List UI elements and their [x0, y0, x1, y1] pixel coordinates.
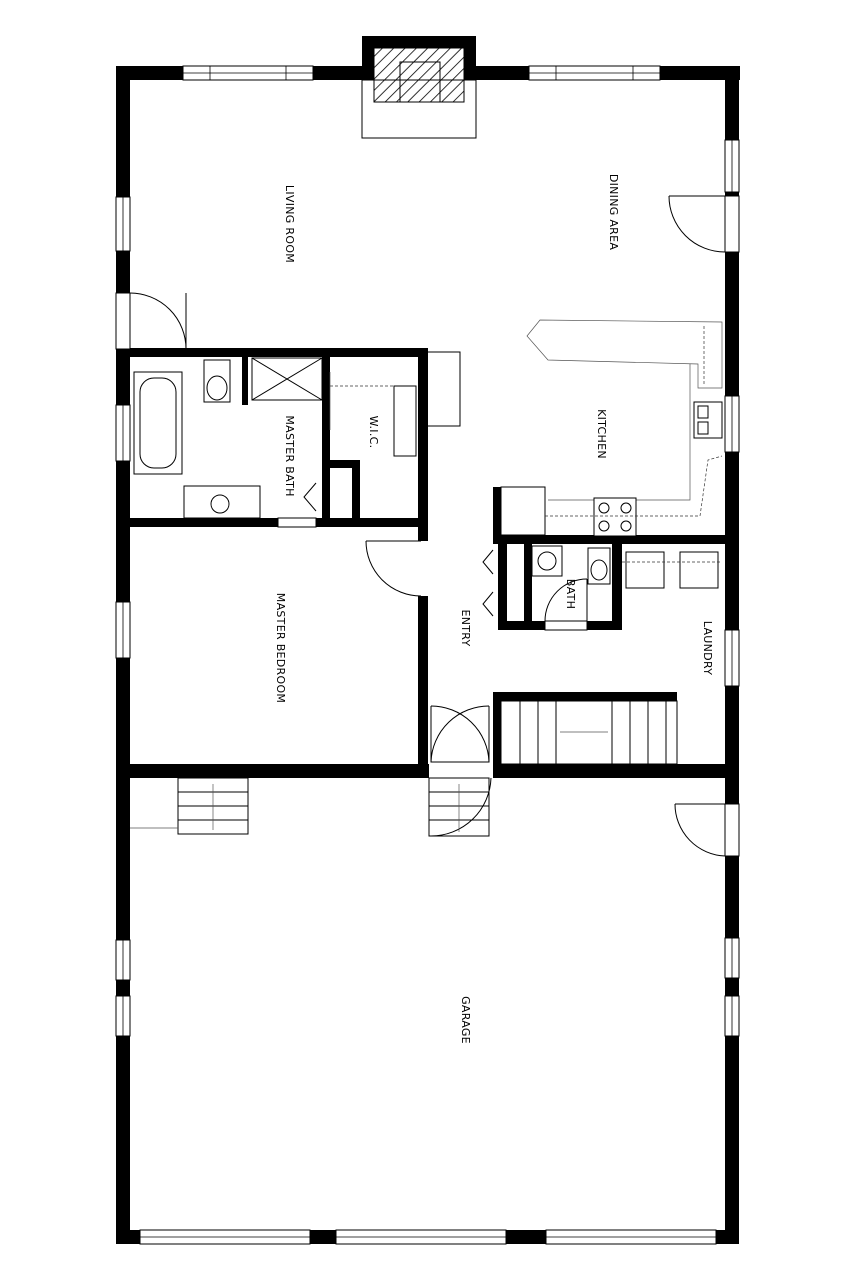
- windows: [115, 65, 740, 1245]
- laundry-fixtures: [622, 551, 722, 589]
- label-master-bedroom: MASTER BEDROOM: [274, 593, 287, 703]
- label-kitchen: KITCHEN: [595, 409, 608, 459]
- label-living-room: LIVING ROOM: [283, 185, 296, 263]
- room-labels: LIVING ROOM DINING AREA KITCHEN MASTER B…: [274, 174, 714, 1044]
- label-master-bath: MASTER BATH: [283, 415, 296, 496]
- label-wic: W.I.C.: [367, 416, 380, 449]
- stairs: [130, 700, 678, 837]
- master-bath-fixtures: [133, 357, 417, 519]
- doors: [115, 195, 740, 857]
- kitchen-fixtures: [428, 319, 723, 537]
- label-dining-area: DINING AREA: [607, 174, 620, 251]
- label-entry: ENTRY: [459, 609, 472, 646]
- label-bath: BATH: [564, 579, 577, 609]
- label-laundry: LAUNDRY: [701, 621, 714, 675]
- bath-fixtures: [531, 545, 611, 585]
- label-garage: GARAGE: [459, 996, 472, 1044]
- fireplace: [361, 47, 477, 139]
